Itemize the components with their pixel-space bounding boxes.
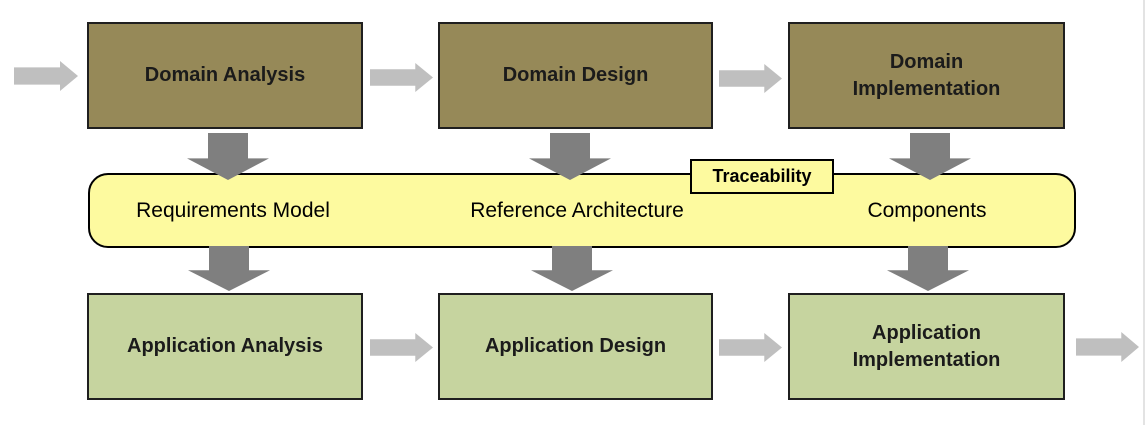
box-domain-analysis: Domain Analysis bbox=[87, 22, 363, 129]
artifact-label-requirements-model: Requirements Model bbox=[136, 198, 330, 222]
artifact-label-reference-architecture: Reference Architecture bbox=[470, 198, 684, 222]
box-domain-design: Domain Design bbox=[438, 22, 713, 129]
flow-out-arrow-right-icon bbox=[1076, 332, 1139, 362]
produces-arrow-down-icon bbox=[187, 133, 269, 180]
box-label: Application Implementation bbox=[852, 321, 1001, 371]
page-edge-divider bbox=[1143, 0, 1145, 425]
box-label: Domain Implementation bbox=[852, 50, 1001, 100]
box-application-implementation: Application Implementation bbox=[788, 293, 1065, 400]
traceability-tag-label: Traceability bbox=[712, 166, 812, 186]
flow-in-arrow-right-icon bbox=[14, 61, 78, 91]
box-application-analysis: Application Analysis bbox=[87, 293, 363, 400]
feeds-arrow-down-icon bbox=[188, 246, 270, 291]
produces-arrow-down-icon bbox=[889, 133, 971, 180]
produces-arrow-down-icon bbox=[529, 133, 611, 180]
box-label: Application Analysis bbox=[127, 335, 323, 357]
flow-arrow-right-icon bbox=[370, 63, 433, 92]
flow-arrow-right-icon bbox=[719, 64, 782, 93]
box-application-design: Application Design bbox=[438, 293, 713, 400]
box-label: Domain Design bbox=[502, 64, 649, 86]
box-label: Application Design bbox=[484, 335, 667, 357]
flow-arrow-right-icon bbox=[719, 333, 782, 362]
feeds-arrow-down-icon bbox=[887, 246, 969, 291]
traceability-tag: Traceability bbox=[690, 159, 834, 194]
flow-arrow-right-icon bbox=[370, 333, 433, 362]
box-domain-implementation: Domain Implementation bbox=[788, 22, 1065, 129]
box-label: Domain Analysis bbox=[144, 64, 306, 86]
artifact-band: Requirements Model Reference Architectur… bbox=[88, 173, 1076, 248]
artifact-label-components: Components bbox=[867, 198, 987, 222]
feeds-arrow-down-icon bbox=[531, 246, 613, 291]
